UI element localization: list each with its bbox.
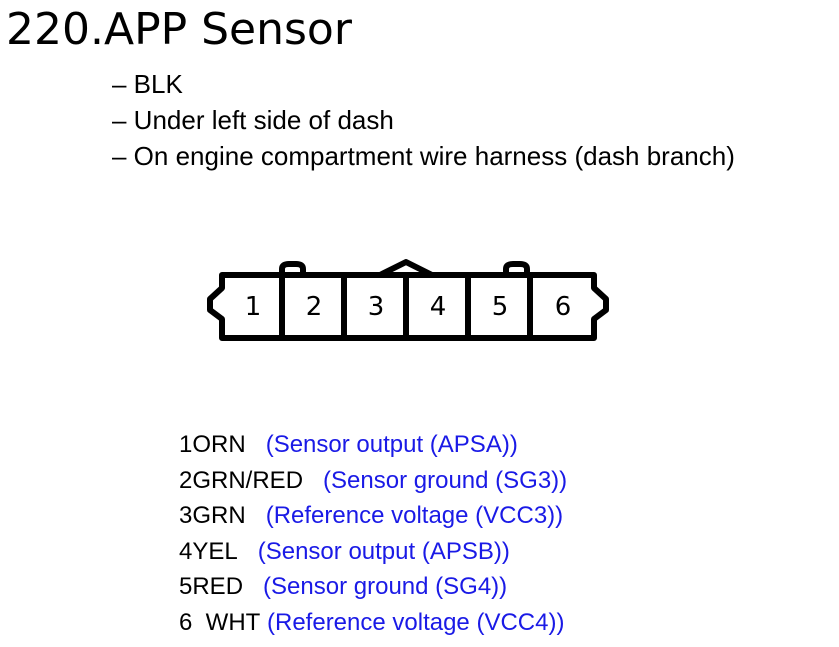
pin-function: (Sensor output (APSA)) (265, 431, 518, 458)
info-harness: – On engine compartment wire harness (da… (112, 141, 735, 171)
pin-function: (Reference voltage (VCC4)) (267, 608, 565, 636)
lock-tab-right (503, 261, 530, 278)
pin-wire: 4YEL (179, 537, 238, 565)
info-location: – Under left side of dash (112, 105, 394, 135)
pin-wire: 1ORN (179, 431, 246, 458)
pin-function: (Sensor output (APSB)) (257, 537, 510, 565)
pin-label-2: 2 (306, 292, 323, 322)
pin-row-1: 1ORN (Sensor output (APSA)) (179, 427, 567, 463)
pin-wire: 5RED (179, 573, 244, 600)
pin-row-5: 5RED (Sensor ground (SG4)) (179, 569, 567, 605)
pin-label-1: 1 (245, 292, 262, 322)
connector-info-list: – BLK – Under left side of dash – On eng… (112, 66, 735, 174)
lock-tab-left (279, 261, 306, 278)
pin-row-6: 6 WHT (Reference voltage (VCC4)) (179, 605, 567, 641)
pin-function: (Reference voltage (VCC3)) (265, 502, 564, 529)
pin-function: (Sensor ground (SG4)) (263, 573, 508, 600)
connector-body (207, 272, 609, 341)
key-notch (377, 259, 435, 278)
pin-row-3: 3GRN (Reference voltage (VCC3)) (179, 498, 567, 534)
pin-assignment-list: 1ORN (Sensor output (APSA)) 2GRN/RED (Se… (179, 427, 567, 640)
pin-function: (Sensor ground (SG3)) (323, 466, 568, 494)
pin-label-4: 4 (430, 292, 447, 322)
pin-label-5: 5 (492, 292, 509, 322)
pin-row-4: 4YEL (Sensor output (APSB)) (179, 534, 567, 570)
pin-label-3: 3 (368, 292, 385, 322)
pin-row-2: 2GRN/RED (Sensor ground (SG3)) (179, 463, 567, 499)
pin-wire: 2GRN/RED (179, 466, 304, 494)
pin-label-6: 6 (555, 292, 572, 322)
pin-wire: 3GRN (179, 502, 246, 529)
pin-wire: 6 WHT (179, 608, 261, 636)
info-color: – BLK (112, 69, 183, 99)
page-title: 220.APP Sensor (6, 4, 352, 55)
